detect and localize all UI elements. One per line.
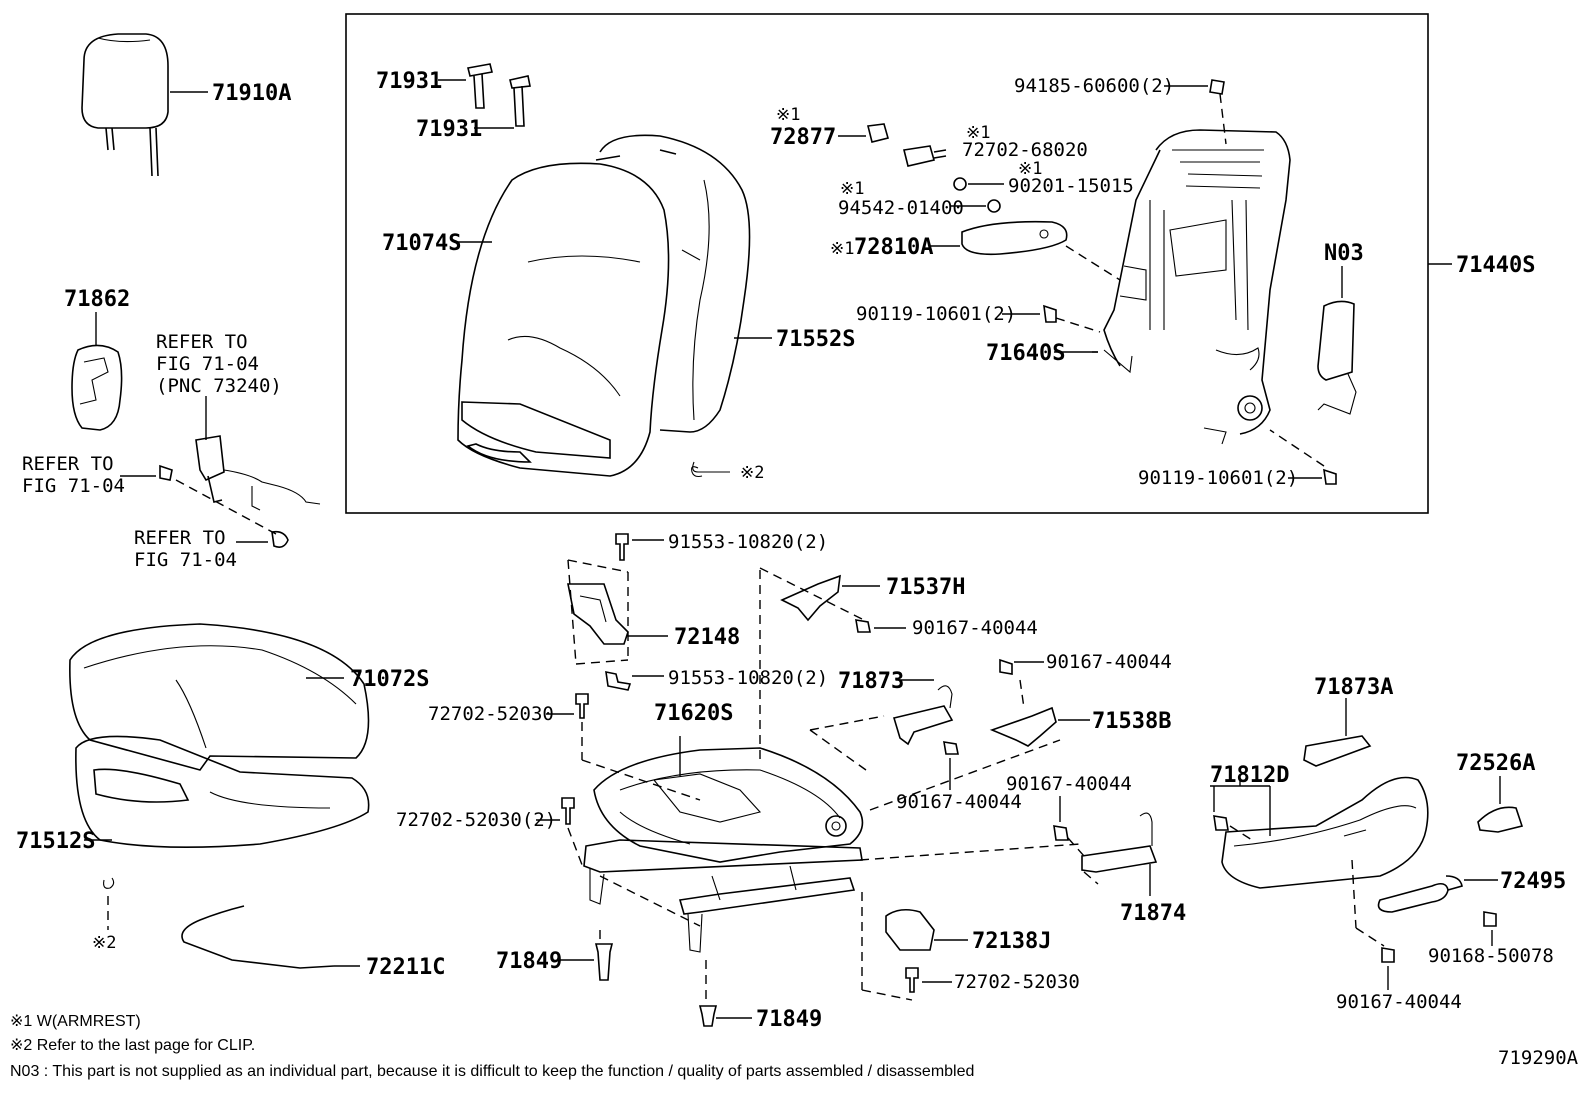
bolt-72702-52030 <box>536 693 701 871</box>
seatback-frame-71640S <box>1002 79 1452 485</box>
bracket-71873 <box>809 679 959 790</box>
label-71873: 71873 <box>838 669 904 694</box>
label-71552S: 71552S <box>776 327 855 352</box>
label-72495: 72495 <box>1500 869 1566 894</box>
label-90119-10601-b: 90119-10601(2) <box>1138 467 1298 489</box>
label-90167-40044-e: 90167-40044 <box>1336 991 1462 1013</box>
label-71849-a: 71849 <box>496 949 562 974</box>
refer-to-3a: REFER TO <box>134 527 226 549</box>
figure-id: 719290A <box>1498 1047 1579 1069</box>
label-72810A: 72810A <box>854 235 933 260</box>
seatback-assembly-box <box>345 13 1429 514</box>
clip-icon-2 <box>103 877 115 930</box>
cover-71862 <box>71 312 123 431</box>
label-71862: 71862 <box>64 287 130 312</box>
seat-adjuster-71620S <box>583 570 864 953</box>
headrest-guide-71931 <box>438 63 531 129</box>
label-72702-52030-c: 72702-52030 <box>954 971 1080 993</box>
mark-72702-68020: ※1 <box>966 123 990 143</box>
footnote-2: ※2 Refer to the last page for CLIP. <box>10 1037 255 1054</box>
label-90119-10601-a: 90119-10601(2) <box>856 303 1016 325</box>
label-90201-15015: 90201-15015 <box>1008 175 1134 197</box>
label-clip-back: ※2 <box>740 463 764 483</box>
bracket-72148 <box>567 533 668 691</box>
headrest-71910A <box>81 33 208 177</box>
refer-to-1c: (PNC 73240) <box>156 375 282 397</box>
label-90167-40044-c: 90167-40044 <box>896 791 1022 813</box>
refer-to-2b: FIG 71-04 <box>22 475 125 497</box>
label-91553-10820-b: 91553-10820(2) <box>668 667 828 689</box>
label-71074S: 71074S <box>382 231 461 256</box>
label-71931-b: 71931 <box>416 117 482 142</box>
label-94185-60600: 94185-60600(2) <box>1014 75 1174 97</box>
armrest-hardware <box>838 123 1121 281</box>
label-71512S: 71512S <box>16 829 95 854</box>
label-72702-68020: 72702-68020 <box>962 139 1088 161</box>
seat-cushion-cover-71072S <box>69 623 370 771</box>
label-71910A: 71910A <box>212 81 291 106</box>
bracket-71537H <box>759 567 906 633</box>
label-72702-52030-b: 72702-52030(2) <box>396 809 556 831</box>
label-71440S: 71440S <box>1456 253 1535 278</box>
label-N03: N03 <box>1324 241 1364 266</box>
label-91553-10820-a: 91553-10820(2) <box>668 531 828 553</box>
cover-72526A <box>1477 776 1524 833</box>
label-71620S: 71620S <box>654 701 733 726</box>
refer-to-1a: REFER TO <box>156 331 248 353</box>
wire-72211C <box>181 905 360 969</box>
side-airbag-N03 <box>1317 266 1357 415</box>
label-72138J: 72138J <box>972 929 1051 954</box>
label-72148: 72148 <box>674 625 740 650</box>
refer-to-2a: REFER TO <box>22 453 114 475</box>
label-72526A: 72526A <box>1456 751 1535 776</box>
label-90168-50078: 90168-50078 <box>1428 945 1554 967</box>
bracket-71874 <box>859 796 1158 896</box>
label-71537H: 71537H <box>886 575 965 600</box>
bracket-71538B <box>869 658 1090 811</box>
mark-72810A: ※1 <box>830 239 854 259</box>
label-72877: 72877 <box>770 125 836 150</box>
refer-to-1b: FIG 71-04 <box>156 353 259 375</box>
mark-94542: ※1 <box>840 179 864 199</box>
clip-icon <box>691 466 703 478</box>
seatbelt-buckle <box>120 396 321 548</box>
knob-72495 <box>1351 859 1498 990</box>
label-72211C: 72211C <box>366 955 445 980</box>
label-90167-40044-d: 90167-40044 <box>1006 773 1132 795</box>
refer-to-3b: FIG 71-04 <box>134 549 237 571</box>
mark-90201: ※1 <box>1018 159 1042 179</box>
label-71849-b: 71849 <box>756 1007 822 1032</box>
label-71931-a: 71931 <box>376 69 442 94</box>
seatback-cover-71074S <box>454 134 772 477</box>
footnote-1: ※1 W(ARMREST) <box>10 1013 141 1030</box>
label-90167-40044-b: 90167-40044 <box>1046 651 1172 673</box>
cap-71849 <box>560 875 752 1027</box>
label-94542-01400: 94542-01400 <box>838 197 964 219</box>
cover-72138J <box>861 892 968 1001</box>
label-71874: 71874 <box>1120 901 1186 926</box>
shield-71812D <box>1210 776 1429 889</box>
seat-cushion-pad-71512S <box>75 735 370 848</box>
label-71873A: 71873A <box>1314 675 1393 700</box>
cover-71873A <box>1303 698 1372 767</box>
label-90167-40044-a: 90167-40044 <box>912 617 1038 639</box>
label-71640S: 71640S <box>986 341 1065 366</box>
mark-72877: ※1 <box>776 105 800 125</box>
label-71538B: 71538B <box>1092 709 1171 734</box>
footnote-3: N03 : This part is not supplied as an in… <box>10 1063 974 1080</box>
label-72702-52030-a: 72702-52030 <box>428 703 554 725</box>
label-clip-cushion: ※2 <box>92 933 116 953</box>
label-71812D: 71812D <box>1210 763 1289 788</box>
label-71072S: 71072S <box>350 667 429 692</box>
